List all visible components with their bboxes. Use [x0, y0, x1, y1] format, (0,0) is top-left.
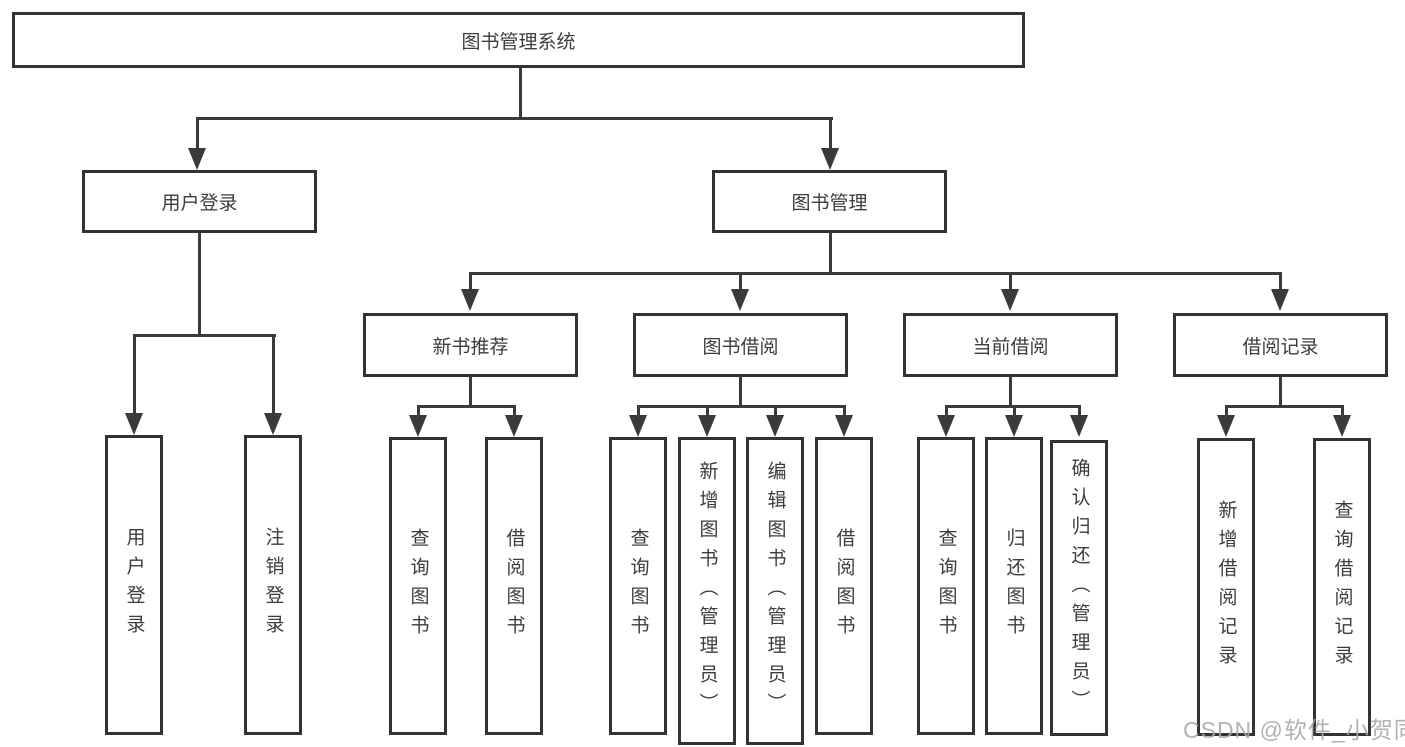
- connector-group-rail: [1225, 405, 1344, 408]
- connector-drop: [1225, 405, 1228, 417]
- node-query-books-leaf: 查询图书: [609, 437, 667, 735]
- connector-drop: [1009, 272, 1012, 294]
- leaf-label: 借阅图书: [833, 528, 855, 644]
- connector-drop: [1013, 405, 1016, 417]
- connector-book-mgmt-drop: [829, 117, 832, 153]
- connector-group-stem: [1009, 375, 1012, 408]
- leaf-label: 确认归还（管理员）: [1068, 457, 1090, 719]
- leaf-label: 借阅图书: [503, 528, 525, 644]
- leaf-label: 查询借阅记录: [1331, 500, 1353, 674]
- connector-group-rail: [637, 405, 846, 408]
- node-label: 新书推荐: [432, 336, 509, 358]
- arrowhead-down-icon: [937, 415, 955, 437]
- arrowhead-down-icon: [835, 415, 853, 437]
- connector-drop: [272, 334, 275, 416]
- node-book-mgmt: 图书管理: [712, 170, 947, 233]
- node-return-books-leaf: 归还图书: [985, 437, 1043, 735]
- leaf-label: 用户登录: [123, 527, 145, 643]
- connector-user-login-drop: [196, 117, 199, 153]
- leaf-label: 新增图书（管理员）: [696, 460, 718, 722]
- node-confirm-return-admin-leaf: 确认归还（管理员）: [1050, 440, 1108, 736]
- node-root: 图书管理系统: [12, 12, 1025, 68]
- node-book-mgmt-label: 图书管理: [791, 193, 868, 214]
- node-borrow-books-leaf: 借阅图书: [815, 437, 873, 735]
- node-add-books-admin-leaf: 新增图书（管理员）: [678, 437, 736, 745]
- arrowhead-down-icon: [505, 415, 523, 437]
- arrowhead-down-icon: [1070, 415, 1088, 437]
- leaf-label: 编辑图书（管理员）: [764, 460, 786, 722]
- leaf-label: 查询图书: [407, 528, 429, 644]
- arrowhead-down-icon: [188, 148, 206, 170]
- connector-group-stem: [469, 375, 472, 408]
- arrowhead-down-icon: [409, 415, 427, 437]
- node-user-login-leaf: 用户登录: [105, 435, 163, 735]
- node-new-book-recommend: 新书推荐: [363, 313, 578, 377]
- arrowhead-down-icon: [698, 415, 716, 437]
- node-current-borrow: 当前借阅: [903, 313, 1118, 377]
- node-borrow-records: 借阅记录: [1173, 313, 1388, 377]
- connector-drop: [417, 405, 420, 417]
- node-label: 借阅记录: [1242, 336, 1319, 358]
- connector-drop: [133, 334, 136, 416]
- node-borrow-books-leaf: 借阅图书: [485, 437, 543, 735]
- node-book-borrow: 图书借阅: [633, 313, 848, 377]
- leaf-label: 查询图书: [935, 528, 957, 644]
- connector-drop: [843, 405, 846, 417]
- connector-drop: [637, 405, 640, 417]
- arrowhead-down-icon: [264, 413, 282, 435]
- arrowhead-down-icon: [1217, 415, 1235, 437]
- arrowhead-down-icon: [629, 415, 647, 437]
- connector-drop: [945, 405, 948, 417]
- leaf-label: 注销登录: [262, 527, 284, 643]
- node-edit-books-admin-leaf: 编辑图书（管理员）: [746, 437, 804, 745]
- node-label: 图书借阅: [702, 336, 779, 358]
- node-add-borrow-record-leaf: 新增借阅记录: [1197, 438, 1255, 736]
- node-root-label: 图书管理系统: [461, 31, 576, 53]
- arrowhead-down-icon: [1001, 289, 1019, 311]
- arrowhead-down-icon: [1271, 289, 1289, 311]
- connector-user-login-rail: [133, 334, 276, 337]
- arrowhead-down-icon: [125, 413, 143, 435]
- arrowhead-down-icon: [1333, 415, 1351, 437]
- arrowhead-down-icon: [766, 415, 784, 437]
- connector-group-rail: [417, 405, 516, 408]
- csdn-watermark: CSDN @软件_小贺同学: [1183, 717, 1405, 743]
- node-query-books-leaf: 查询图书: [917, 437, 975, 735]
- leaf-label: 查询图书: [627, 528, 649, 644]
- node-logout-leaf: 注销登录: [244, 435, 302, 735]
- connector-level1-rail: [196, 117, 833, 120]
- connector-drop: [513, 405, 516, 417]
- connector-drop: [774, 405, 777, 417]
- arrowhead-down-icon: [731, 289, 749, 311]
- connector-drop: [1078, 405, 1081, 417]
- arrowhead-down-icon: [461, 289, 479, 311]
- connector-user-login-stem: [198, 232, 201, 336]
- connector-group-stem: [1279, 375, 1282, 408]
- arrowhead-down-icon: [821, 148, 839, 170]
- connector-drop: [469, 272, 472, 294]
- node-query-books-leaf: 查询图书: [389, 437, 447, 735]
- arrowhead-down-icon: [1005, 415, 1023, 437]
- connector-drop: [1341, 405, 1344, 417]
- connector-drop: [739, 272, 742, 294]
- connector-drop: [706, 405, 709, 417]
- connector-group-stem: [739, 375, 742, 408]
- leaf-label: 新增借阅记录: [1215, 500, 1237, 674]
- leaf-label: 归还图书: [1003, 528, 1025, 644]
- connector-drop: [1279, 272, 1282, 294]
- node-user-login: 用户登录: [82, 170, 317, 233]
- node-query-borrow-record-leaf: 查询借阅记录: [1313, 438, 1371, 736]
- node-label: 当前借阅: [972, 336, 1049, 358]
- connector-level2-rail: [469, 272, 1282, 275]
- node-user-login-label: 用户登录: [161, 193, 238, 214]
- connector-root-stem: [519, 67, 522, 119]
- connector-book-mgmt-stem: [829, 232, 832, 275]
